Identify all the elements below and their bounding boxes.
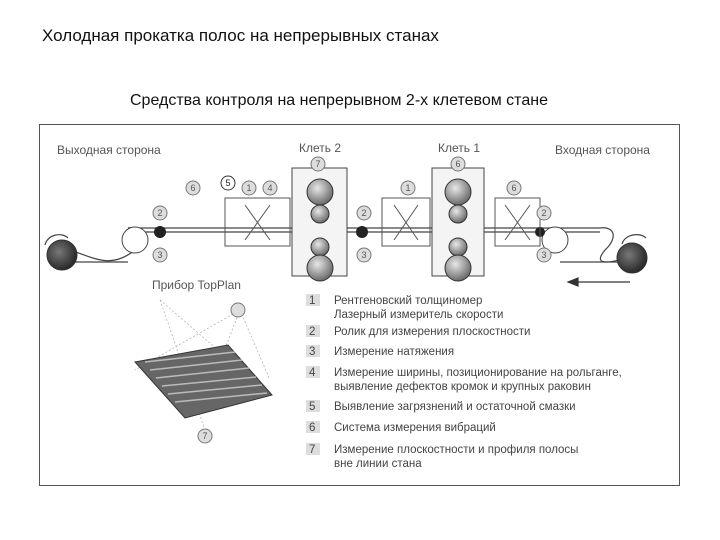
marker-4-exit: 4 [267,183,272,193]
marker-2-entry: 2 [541,208,546,218]
stand2-label: Клеть 2 [299,141,341,155]
legend-text-4a: Измерение ширины, позиционирование на ро… [334,367,622,379]
marker-3-entry: 3 [541,250,546,260]
legend-text-7a: Измерение плоскостности и профиля полосы [334,444,578,456]
stand-1 [431,167,485,282]
gauge-frame-2 [381,197,431,247]
legend-item: 6 Система измерения вибраций [306,421,496,434]
legend-num-5: 5 [309,401,315,413]
marker-6-entry: 6 [511,183,516,193]
stand1-label: Клеть 1 [438,141,480,155]
stand-2 [291,167,348,282]
legend-item: 4 Измерение ширины, позиционирование на … [306,366,622,393]
legend-item: 5 Выявление загрязнений и остаточной сма… [306,400,576,413]
entry-coil [616,242,648,274]
exit-coil-arrow [44,234,69,246]
legend-item: 7 Измерение плоскостности и профиля поло… [306,443,578,470]
legend-text-1b: Лазерный измеритель скорости [334,309,503,321]
marker-2-mid: 2 [361,208,366,218]
marker-3-mid: 3 [361,250,366,260]
legend-text-5: Выявление загрязнений и остаточной смазк… [334,401,576,413]
marker-7-stand2: 7 [315,159,320,169]
marker-7-device: 7 [202,431,207,441]
legend-num-7: 7 [309,444,315,456]
page-subtitle: Средства контроля на непрерывном 2-х кле… [130,92,548,109]
legend-text-6: Система измерения вибраций [334,422,496,434]
exit-side-label: Выходная сторона [57,143,161,157]
marker-3-exit: 3 [157,250,162,260]
markers: 7 6 6 5 1 4 2 3 1 2 3 6 2 3 7 [152,156,552,444]
marker-1-mid: 1 [405,183,410,193]
exit-coil [46,239,78,271]
legend-text-3: Измерение натяжения [334,346,454,358]
tension-roll-mid [356,226,368,238]
diagram-frame [39,124,680,486]
gauge-frame-3 [494,197,541,247]
marker-1-exit: 1 [246,183,251,193]
page-title: Холодная прокатка полос на непрерывных с… [42,26,439,45]
marker-6-stand1: 6 [455,159,460,169]
legend-num-4: 4 [309,367,316,379]
legend: 1 Рентгеновский толщиномер Лазерный изме… [306,294,622,470]
gauge-frame-1 [224,197,291,247]
marker-6-exit: 6 [190,183,195,193]
topplan-label: Прибор TopPlan [152,278,241,292]
exit-deflector-roll [121,226,149,254]
entry-side-label: Входная сторона [555,143,650,157]
legend-num-6: 6 [309,422,315,434]
entry-deflector-roll [541,226,569,254]
legend-text-4b: выявление дефектов кромок и крупных рако… [334,381,591,393]
legend-num-2: 2 [309,326,315,338]
legend-text-7b: вне линии стана [334,458,422,470]
legend-num-3: 3 [309,346,315,358]
legend-num-1: 1 [309,295,315,307]
legend-text-2: Ролик для измерения плоскостности [334,326,530,338]
tension-roll-exit [154,226,166,238]
legend-item: 3 Измерение натяжения [306,345,454,358]
entry-coil-arrow [621,234,647,245]
direction-arrow-icon [566,277,630,287]
legend-item: 1 Рентгеновский толщиномер Лазерный изме… [306,294,503,321]
marker-2-exit: 2 [157,208,162,218]
topplan-device [134,299,273,431]
legend-text-1a: Рентгеновский толщиномер [334,295,482,307]
legend-item: 2 Ролик для измерения плоскостности [306,325,530,338]
marker-5: 5 [225,178,230,188]
